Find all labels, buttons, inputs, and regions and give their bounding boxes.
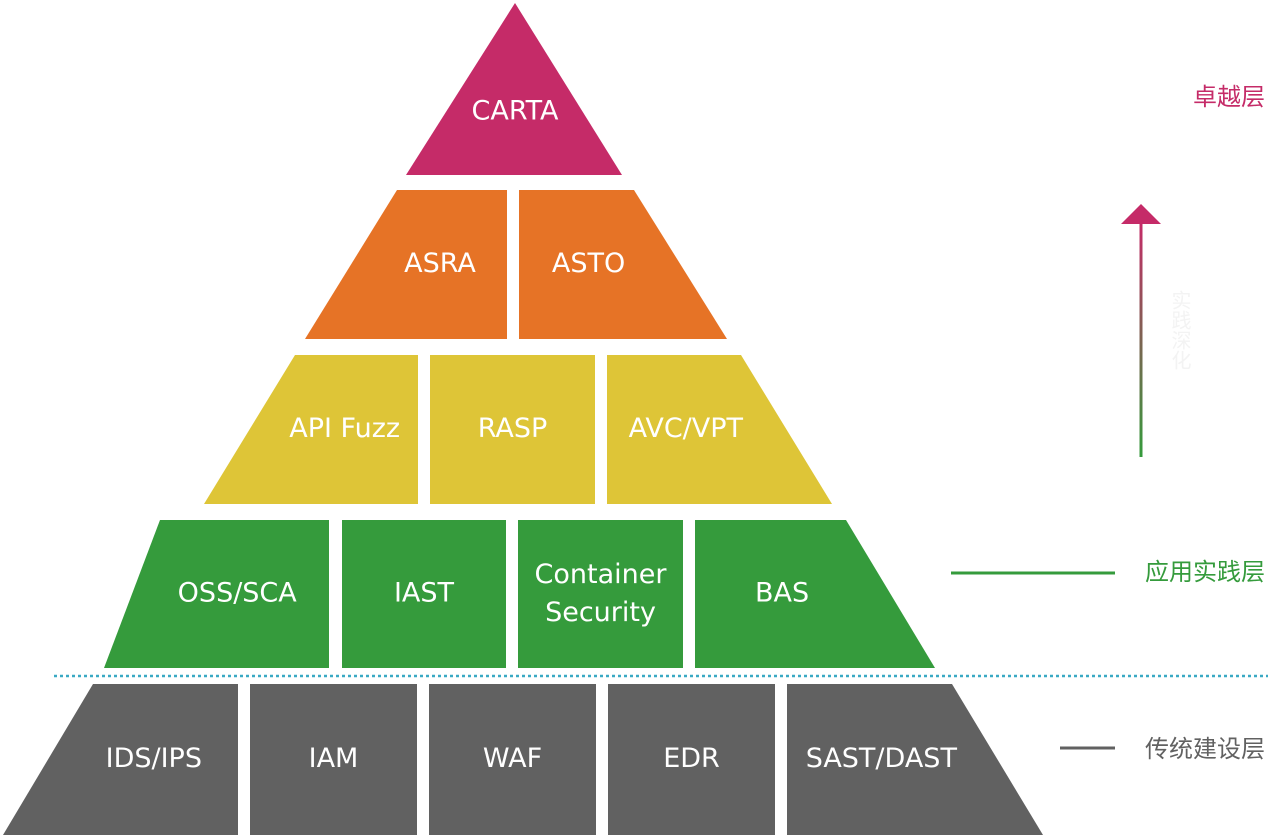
block-asto [519,190,727,339]
pyramid-block-labels: CARTA ASRA ASTO API Fuzz RASP AVC/VPT OSS/SCA I… [106,96,958,775]
block-label-iam: IAM [309,743,359,774]
block-label-edr: EDR [663,743,720,774]
progression-arrow [1121,204,1161,457]
block-ids-ips [3,684,238,835]
block-carta [406,3,622,175]
block-iast [342,520,506,668]
block-container-security [518,520,683,668]
block-oss-sca [104,520,329,668]
block-asra [305,190,507,339]
block-label-ids-ips: IDS/IPS [106,743,202,774]
pyramid-layer-orange [305,190,727,339]
block-label-iast: IAST [394,578,455,609]
block-label-rasp: RASP [478,413,548,444]
block-edr [608,684,775,835]
arrow-faint-text: 实践深化 [1168,290,1192,370]
side-label-excellence: 卓越层 [1193,83,1265,111]
block-label-bas: BAS [755,578,809,609]
block-label-asra: ASRA [404,248,476,279]
block-api-fuzz [204,355,418,504]
block-iam [250,684,417,835]
block-avc-vpt [607,355,832,504]
block-label-oss-sca: OSS/SCA [178,578,298,609]
block-label-api-fuzz: API Fuzz [289,413,400,444]
block-label-sast-dast: SAST/DAST [806,743,958,774]
block-waf [429,684,596,835]
block-label-waf: WAF [483,743,542,774]
block-label-asto: ASTO [552,248,625,279]
side-label-application-practice: 应用实践层 [1145,558,1265,586]
arrow-head-icon [1121,204,1161,224]
block-label-avc-vpt: AVC/VPT [629,413,744,444]
block-label-carta: CARTA [472,96,560,127]
pyramid-blocks [3,3,1043,835]
pyramid-layer-excellence [406,3,622,175]
pyramid-layer-application-practice [104,520,935,668]
block-bas [695,520,935,668]
side-label-traditional-build: 传统建设层 [1145,735,1265,763]
pyramid-layer-traditional-build [3,684,1043,835]
block-sast-dast [787,684,1043,835]
arrow-shaft [1139,222,1143,457]
pyramid-layer-yellow [204,355,832,504]
block-rasp [430,355,595,504]
